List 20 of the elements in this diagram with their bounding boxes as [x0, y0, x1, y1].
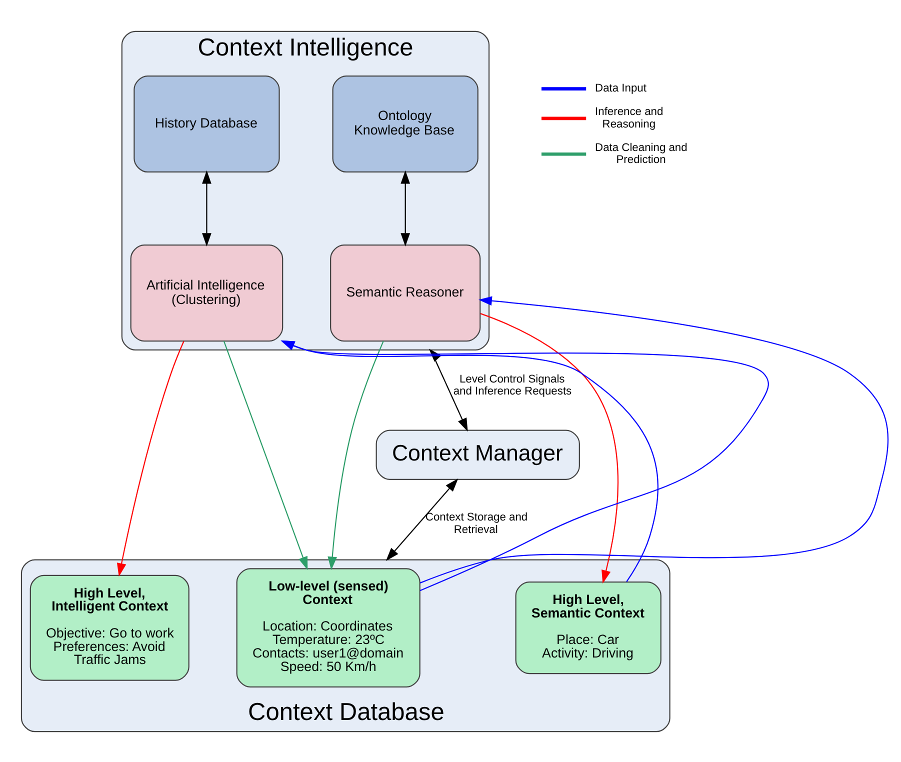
- legend-label: Data Input: [595, 82, 646, 94]
- arrow: [480, 312, 618, 584]
- node-box: History Database: [134, 74, 280, 172]
- edge-label: Context Storage and Retrieval: [425, 511, 528, 536]
- arrow: [116, 340, 184, 576]
- node-box: Semantic Reasoner: [330, 244, 481, 342]
- node-box: High Level, Intelligent Context Objective: Go to work Preferences: Avoid Traffic Jams: [30, 574, 190, 680]
- node-box: Artificial Intelligence (Clustering): [130, 244, 284, 342]
- legend-label: Inference and Reasoning: [595, 106, 664, 130]
- arrow: [202, 170, 212, 246]
- arrow: [400, 170, 410, 246]
- legend-label: Data Cleaning and Prediction: [595, 141, 688, 166]
- arrow: [420, 296, 888, 583]
- arrow: [386, 478, 458, 561]
- node-box: Low-level (sensed) Context Location: Coordinates Temperature: 23ºC Contacts: user1@domain Speed: 50 Km/h: [236, 568, 420, 688]
- edge-label: Level Control Signals and Inference Requests: [453, 372, 572, 398]
- node-box: Ontology Knowledge Base: [332, 74, 478, 172]
- node-box: High Level, Semantic Context Place: Car Activity: Driving: [515, 581, 662, 674]
- node-box: Context Manager: [376, 429, 580, 480]
- arrow: [328, 340, 384, 570]
